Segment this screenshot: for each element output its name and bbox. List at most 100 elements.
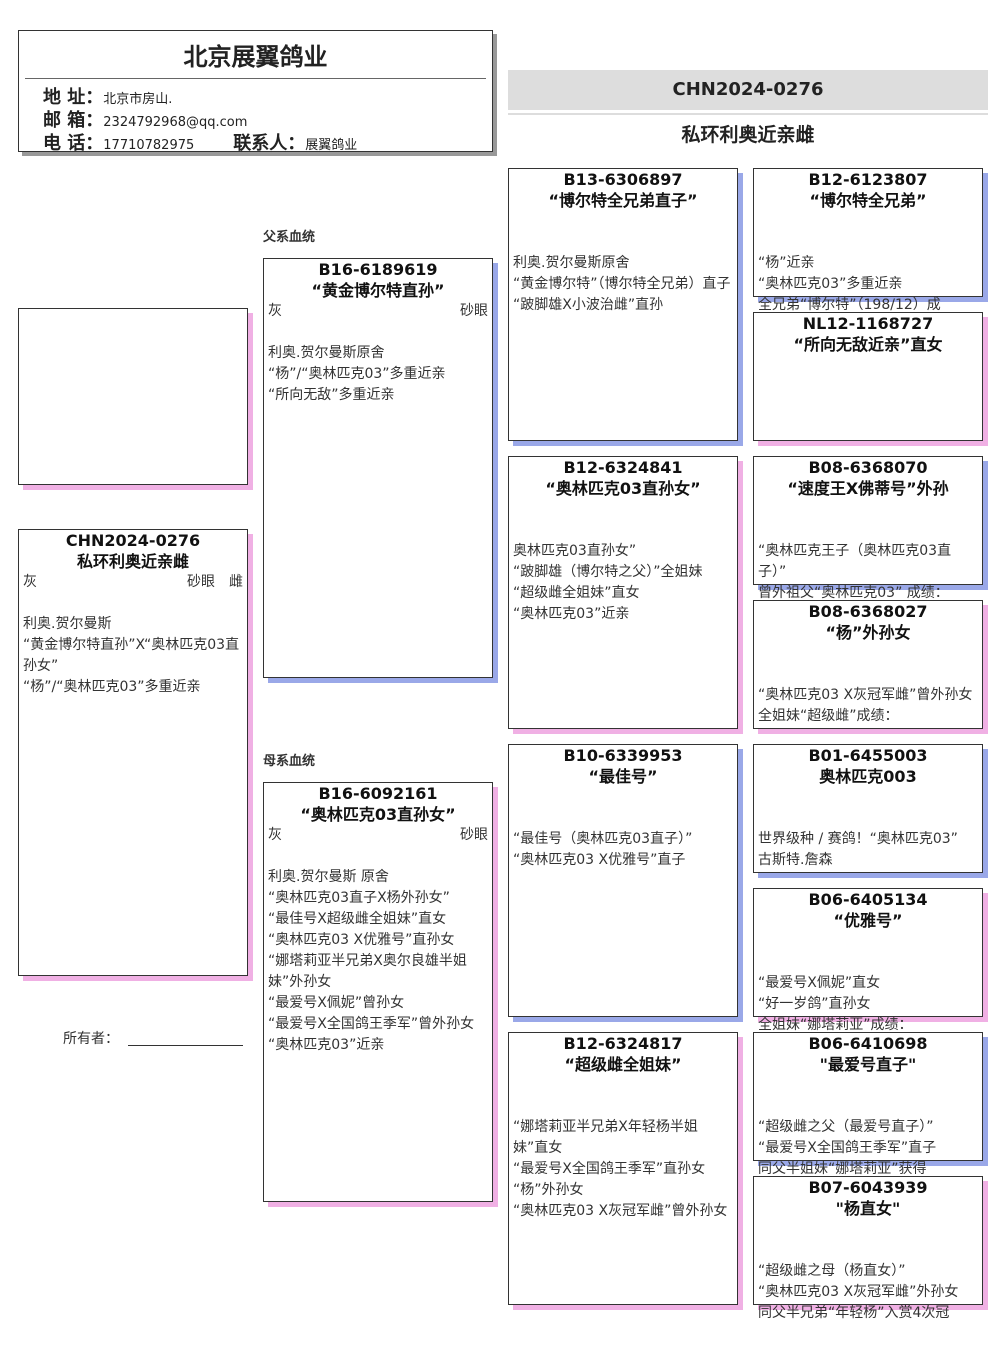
note-line: “奥林匹克03”近亲 [513,606,630,622]
note-line: “最爱号X全国鸽王季军”曾外孙女 [268,1016,475,1032]
pedigree-notes: 利奥.贺尔曼斯原舍“黄金博尔特”（博尔特全兄弟）直子“跛脚雄X小波治雌”直孙 [509,253,737,316]
note-line: “奥林匹克03 X灰冠军雌”外孙女 [758,1284,959,1300]
spacer [754,643,982,664]
note-line: “杨”外孙女 [513,1182,584,1198]
ring-number: B06-6410698 [808,1034,928,1053]
spacer [509,787,737,808]
ring-number: B12-6324841 [563,458,683,477]
spacer [754,787,982,808]
note-line: “最爱号X佩妮”曾孙女 [268,995,405,1011]
spacer [754,1096,982,1117]
note-line: “奥林匹克03”多重近亲 [758,276,903,292]
dam-card: B16-6092161 “奥林匹克03直孙女” 灰 砂眼利奥.贺尔曼斯 原舍 “奥林匹克… [263,782,493,1202]
spacer [754,355,982,376]
great-grandparent-card: B08-6368070“速度王X佛蒂号”外孙“奥林匹克王子（奥林匹克03直子）”… [753,456,983,601]
email-label: 邮 箱： [43,110,104,131]
pigeon-name: “博尔特全兄弟” [809,191,927,210]
spacer [509,499,737,520]
note-line: 同父半兄弟“年轻杨”入赏4次冠 [758,1305,950,1321]
note-line: “奥林匹克03 X灰冠军雌”曾外孙女 [758,687,973,703]
spacer [509,1096,737,1117]
eye-value: 砂眼 [460,827,488,843]
pedigree-notes: “杨”近亲 “奥林匹克03”多重近亲全兄弟“博尔特”（198/12）成 [754,253,982,316]
pedigree-notes: “最爱号X佩妮”直女“好一岁鸽”直孙女全姐妹“娜塔莉亚”成绩： [754,973,982,1036]
spacer [754,499,982,520]
pedigree-notes: “超级雌之母（杨直女）” “奥林匹克03 X灰冠军雌”外孙女同父半兄弟“年轻杨”入… [754,1261,982,1324]
note-line: “最爱号X全国鸽王季军”直孙女 [513,1161,706,1177]
phone-label: 电 话： [43,133,104,154]
note-line: “奥林匹克03直子X杨外孙女” [268,890,450,906]
note-line: 全兄弟“博尔特”（198/12）成 [758,297,941,313]
note-line: 利奥.贺尔曼斯原舍 [268,345,385,361]
note-line: “跛脚雄X小波治雌”直孙 [513,297,664,313]
note-line: “跛脚雄（博尔特之父）”全姐妹 [513,564,703,580]
great-grandparent-card: B08-6368027“杨”外孙女“奥林匹克03 X灰冠军雌”曾外孙女全姐妹“超… [753,600,983,729]
pedigree-notes: 利奥.贺尔曼斯 原舍 “奥林匹克03直子X杨外孙女” “最佳号X超级雌全姐妹”直女 “… [264,867,492,1056]
address-row: 地 址：北京市房山. [19,87,492,110]
note-line: “所向无敌”多重近亲 [268,387,395,403]
breeder-name: 北京展翼鸽业 [183,43,328,71]
color-value: 灰 [268,827,282,843]
note-line: “杨”近亲 [758,255,815,271]
pedigree-notes: “娜塔莉亚半兄弟X年轻杨半姐妹”直女“最爱号X全国鸽王季军”直孙女“杨”外孙女“… [509,1117,737,1222]
spacer [754,232,982,253]
grandsire-paternal-card: B13-6306897“博尔特全兄弟直子”利奥.贺尔曼斯原舍“黄金博尔特”（博尔… [508,168,738,441]
pedigree-notes: 世界级种 / 赛鸽！“奥林匹克03” 古斯特.詹森 [754,829,982,871]
owner-label: 所有者： [63,1031,119,1047]
breeder-info-card: 北京展翼鸽业 地 址：北京市房山. 邮 箱：2324792968@qq.com … [18,30,493,154]
eye-sex-group: 砂眼雌 [187,572,243,593]
ring-number: B16-6092161 [318,784,438,803]
color-value: 灰 [23,574,37,590]
divider [508,113,988,115]
note-line: 利奥.贺尔曼斯 原舍 [268,869,389,885]
grandsire-maternal-card: B10-6339953“最佳号”“最佳号（奥林匹克03直子）”“奥林匹克03 X… [508,744,738,1017]
ring-number: B12-6123807 [808,170,928,189]
note-line: “最佳号（奥林匹克03直子）” [513,831,693,847]
spacer [754,664,982,685]
color-eye-row: 灰 砂眼 [264,825,492,846]
divider [25,78,486,79]
contact-value: 展翼鸽业 [305,138,358,153]
note-line: “最佳号X超级雌全姐妹”直女 [268,911,447,927]
phone-value: 17710782975 [103,138,195,153]
color-eye-row: 灰 砂眼雌 [19,572,247,593]
ring-number: NL12-1168727 [802,314,934,333]
pigeon-name: “奥林匹克03直孙女” [545,479,701,498]
pigeon-name: “奥林匹克03直孙女” [300,805,456,824]
pigeon-name: “杨”外孙女 [825,623,911,642]
note-line: “好一岁鸽”直孙女 [758,996,871,1012]
ring-number: B01-6455003 [808,746,928,765]
note-line: “超级雌全姐妹”直女 [513,585,640,601]
pedigree-notes: 利奥.贺尔曼斯原舍“杨”/“奥林匹克03”多重近亲“所向无敌”多重近亲 [264,343,492,406]
note-line: “奥林匹克03 X优雅号”直子 [513,852,686,868]
pigeon-name: “优雅号” [833,911,903,930]
note-line: “奥林匹克03”近亲 [268,1037,385,1053]
spacer [264,322,492,343]
spacer [509,232,737,253]
note-line: “超级雌之母（杨直女）” [758,1263,906,1279]
ring-number: B13-6306897 [563,170,683,189]
spacer [754,1240,982,1261]
spacer [754,1219,982,1240]
note-line: “奥林匹克03 X灰冠军雌”曾外孙女 [513,1203,728,1219]
note-line: “奥林匹克王子（奥林匹克03直子）” [758,543,952,580]
note-line: 世界级种 / 赛鸽！“奥林匹克03” [758,831,958,847]
eye-sex-group: 砂眼 [460,301,488,322]
note-line: 同父半姐妹“娜塔莉亚”获得 [758,1161,927,1177]
spacer [509,211,737,232]
note-line: 古斯特.詹森 [758,852,833,868]
ring-number: B07-6043939 [808,1178,928,1197]
sire-line-label: 父系血统 [263,230,316,245]
great-grandparent-card: B06-6410698"最爱号直子"“超级雌之父（最爱号直子）”“最爱号X全国鸽… [753,1032,983,1177]
ring-number: B10-6339953 [563,746,683,765]
ring-number: B06-6405134 [808,890,928,909]
spacer [509,808,737,829]
sire-card: B16-6189619“黄金博尔特直孙”灰砂眼利奥.贺尔曼斯原舍“杨”/“奥林匹… [263,258,493,678]
spacer [754,931,982,952]
ring-number: CHN2024-0276 [65,531,201,550]
note-line: “黄金博尔特”（博尔特全兄弟）直子 [513,276,731,292]
owner-field[interactable] [128,1045,243,1046]
granddam-maternal-card: B12-6324817“超级雌全姐妹”“娜塔莉亚半兄弟X年轻杨半姐妹”直女“最爱… [508,1032,738,1305]
